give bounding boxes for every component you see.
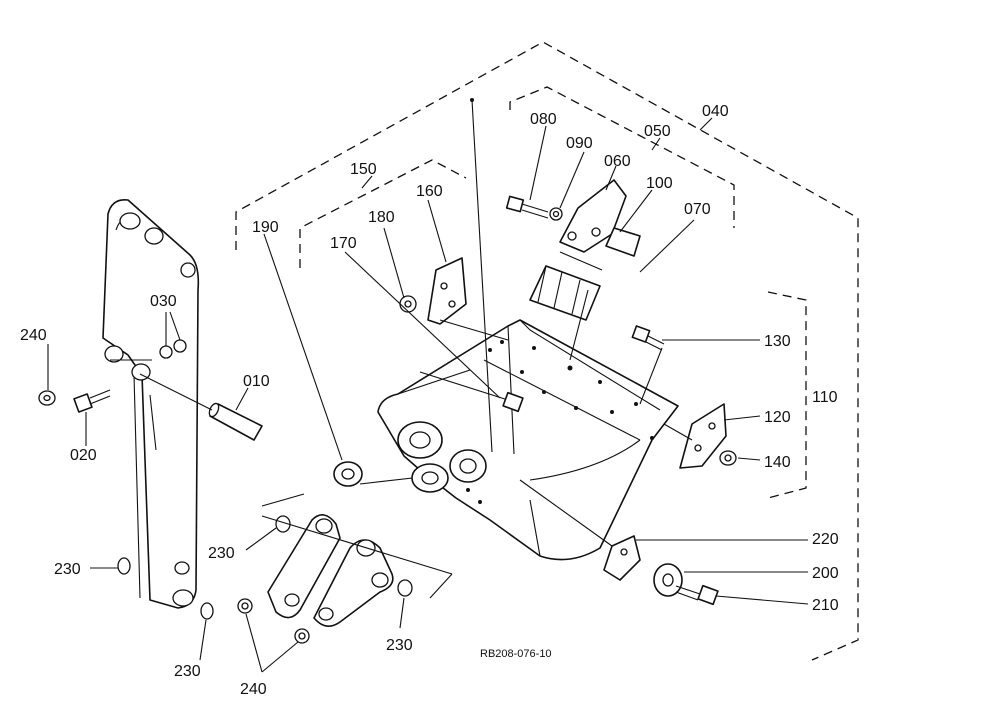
bolt-020 bbox=[73, 389, 111, 413]
leader-lines bbox=[47, 117, 809, 673]
callout-090: 090 bbox=[566, 135, 593, 152]
callout-230-left: 230 bbox=[54, 561, 81, 578]
pin-010 bbox=[139, 373, 263, 441]
callout-030: 030 bbox=[150, 293, 177, 310]
callout-130: 130 bbox=[764, 333, 791, 350]
washer-240-left bbox=[38, 390, 56, 406]
orings-230 bbox=[117, 515, 413, 620]
callout-140: 140 bbox=[764, 454, 791, 471]
callout-240-bottom: 240 bbox=[240, 681, 267, 698]
plate-220 bbox=[519, 479, 641, 581]
callout-labels: 010 020 030 040 050 060 070 080 090 100 … bbox=[20, 103, 839, 698]
reference-code: RB208-076-10 bbox=[480, 648, 552, 660]
assembly-brackets bbox=[235, 41, 859, 661]
bracket-150 bbox=[299, 159, 467, 268]
callout-100: 100 bbox=[646, 175, 673, 192]
bolt-080 bbox=[505, 195, 549, 219]
callout-180: 180 bbox=[368, 209, 395, 226]
link-plates bbox=[261, 493, 453, 627]
washers-240-bottom bbox=[237, 598, 310, 644]
callout-220: 220 bbox=[812, 531, 839, 548]
callout-240-left: 240 bbox=[20, 327, 47, 344]
callout-200: 200 bbox=[812, 565, 839, 582]
callout-050: 050 bbox=[644, 123, 671, 140]
plate-200 bbox=[653, 563, 683, 597]
callout-150: 150 bbox=[350, 161, 377, 178]
callout-230-middle: 230 bbox=[208, 545, 235, 562]
callout-010: 010 bbox=[243, 373, 270, 390]
callout-190: 190 bbox=[252, 219, 279, 236]
callout-120: 120 bbox=[764, 409, 791, 426]
plate-160 bbox=[427, 257, 509, 341]
bolt-170 bbox=[419, 371, 524, 413]
nut-180 bbox=[399, 295, 417, 313]
callout-170: 170 bbox=[330, 235, 357, 252]
callout-160: 160 bbox=[416, 183, 443, 200]
tooth-adapters bbox=[529, 179, 641, 361]
callout-210: 210 bbox=[812, 597, 839, 614]
callout-110: 110 bbox=[812, 389, 838, 406]
callout-060: 060 bbox=[604, 153, 631, 170]
nut-140 bbox=[719, 450, 737, 466]
callout-070: 070 bbox=[684, 201, 711, 218]
bolt-130 bbox=[631, 325, 665, 405]
callout-020: 020 bbox=[70, 447, 97, 464]
bracket-050 bbox=[509, 86, 735, 228]
bracket-040 bbox=[235, 41, 859, 661]
bracket-110 bbox=[767, 291, 807, 499]
side-cutter bbox=[663, 403, 727, 469]
callout-230-bottom-left: 230 bbox=[174, 663, 201, 680]
bucket bbox=[377, 98, 679, 561]
bolt-210 bbox=[675, 584, 719, 606]
callout-230-bottom-right: 230 bbox=[386, 637, 413, 654]
callout-040: 040 bbox=[702, 103, 729, 120]
callout-080: 080 bbox=[530, 111, 557, 128]
boom-arm bbox=[102, 198, 200, 609]
washer-090 bbox=[549, 207, 563, 221]
